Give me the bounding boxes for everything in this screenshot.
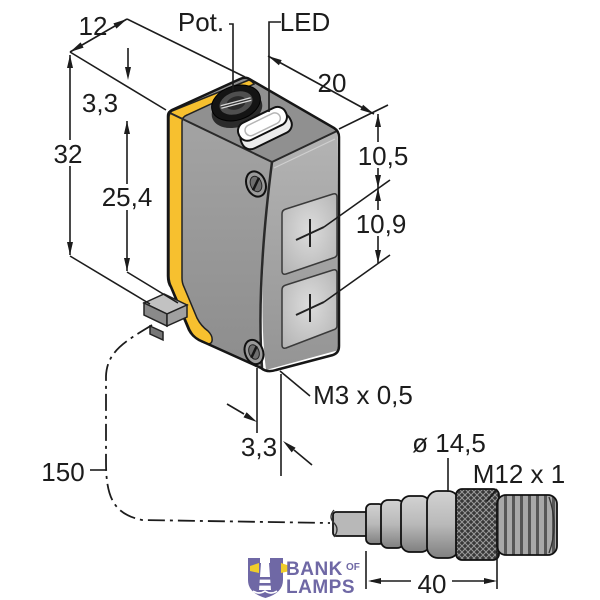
dim-bottom-offset-label: 3,3: [241, 432, 277, 462]
pot-label: Pot.: [178, 7, 224, 37]
logo-text-bank: BANK: [286, 559, 343, 580]
text-gaps: [46, 140, 412, 236]
mounting-screw-bottom: [243, 338, 265, 366]
sensor-outline: [166, 76, 341, 373]
dim-pot-offset-label: 3,3: [82, 88, 118, 118]
dim-width-label: 20: [318, 68, 347, 98]
brand-logo: BANK OF LAMPS: [248, 558, 360, 598]
cable-break-mark: [330, 509, 338, 538]
lens-cross-marks: [295, 219, 325, 322]
led-label: LED: [280, 7, 331, 37]
connector-body-cone: [426, 490, 460, 559]
dim-lens-offset-label: 10,5: [358, 141, 409, 171]
mounting-screw-top: [245, 170, 267, 198]
knurled-coupling-nut: [455, 488, 500, 561]
dim-mounting-span-label: 25,4: [102, 182, 153, 212]
dim-height-label: 32: [54, 139, 83, 169]
m12-connector: [330, 488, 558, 561]
thread-end-cap: [548, 496, 555, 554]
dim-depth-label: 12: [79, 11, 108, 41]
sensor-body: [142, 76, 341, 373]
connector-thread-label: M12 x 1: [473, 459, 566, 489]
mounting-tab: [142, 293, 189, 342]
logo-text-lamps: LAMPS: [286, 577, 355, 598]
front-bevel-highlight: [273, 138, 336, 169]
mounting-thread-label: M3 x 0,5: [313, 380, 413, 410]
connector-cable: [332, 511, 370, 537]
connector-length-label: 40: [418, 569, 447, 599]
logo-text-of: OF: [346, 562, 360, 573]
connector-diameter-label: ø 14,5: [412, 428, 486, 458]
cable-centerline: [105, 324, 331, 524]
dimension-arrowheads: [67, 19, 497, 584]
top-left-edge: [167, 111, 273, 163]
cable-length-label: 150: [41, 457, 84, 487]
m12-thread: [496, 494, 558, 556]
strain-relief-rib-2: [400, 495, 431, 553]
led-window: [236, 105, 293, 151]
potentiometer: [211, 84, 263, 129]
top-front-edge: [271, 130, 338, 163]
logo-lighthouse-icon: [248, 558, 290, 598]
sensor-left-face: [168, 112, 272, 368]
dim-lens-spacing-label: 10,9: [356, 209, 407, 239]
